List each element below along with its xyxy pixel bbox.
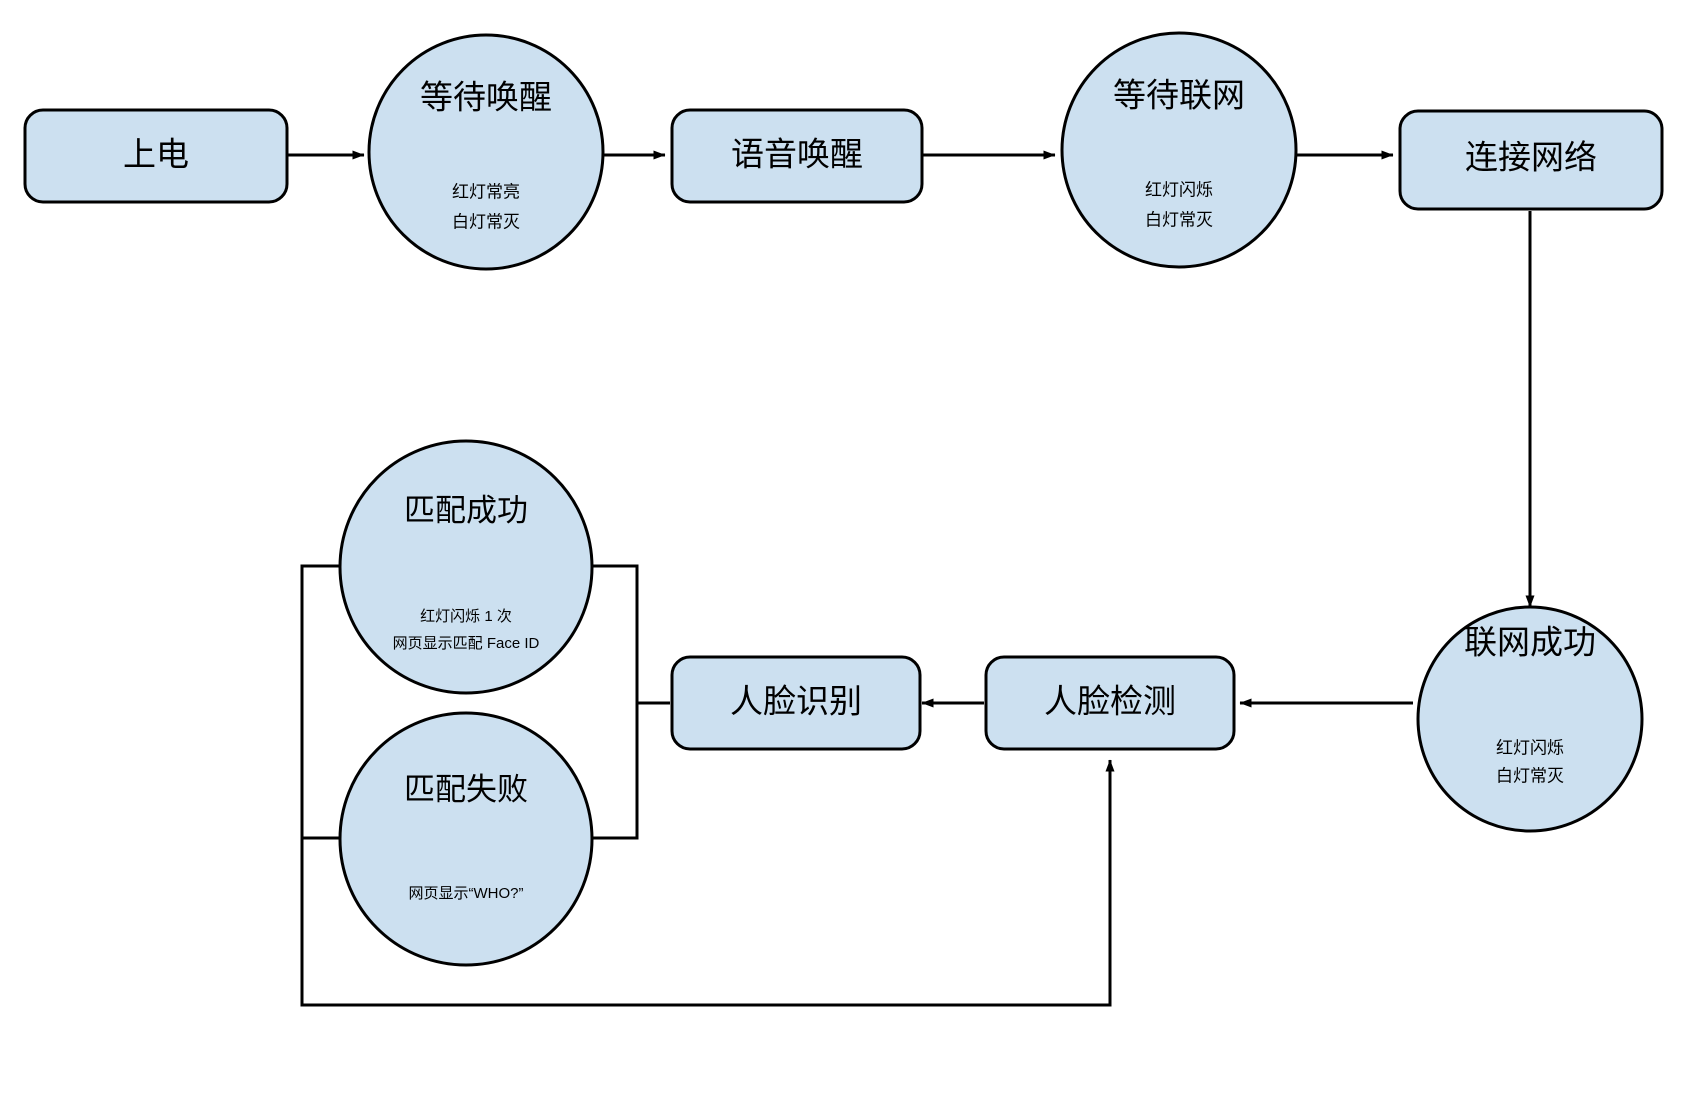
connect-network-label: 连接网络 [1465, 139, 1597, 176]
node-wait-wakeup[interactable]: 等待唤醒 红灯常亮 白灯常灭 [367, 33, 605, 271]
node-connect-network[interactable]: 连接网络 [1398, 109, 1664, 211]
face-detect-label: 人脸检测 [1044, 683, 1176, 720]
edge-layer [287, 150, 1535, 1007]
power-on-label: 上电 [123, 136, 189, 173]
wait-wakeup-sub1: 红灯常亮 [452, 182, 520, 201]
wait-wakeup-shape[interactable] [367, 33, 605, 271]
edge-match-fail-to-face-detect [300, 759, 1115, 1007]
voice-wakeup-shape[interactable] [670, 108, 924, 204]
node-face-detect[interactable]: 人脸检测 [984, 655, 1236, 751]
face-detect-shape[interactable] [984, 655, 1236, 751]
node-network-success[interactable]: 联网成功 红灯闪烁 白灯常灭 [1416, 605, 1644, 833]
power-on-shape[interactable] [23, 108, 289, 204]
match-success-label: 匹配成功 [404, 493, 528, 528]
voice-wakeup-label: 语音唤醒 [731, 136, 863, 173]
wait-wakeup-label: 等待唤醒 [420, 79, 552, 116]
wait-network-shape[interactable] [1060, 31, 1298, 269]
node-power-on[interactable]: 上电 [23, 108, 289, 204]
network-success-shape[interactable] [1416, 605, 1644, 833]
node-wait-network[interactable]: 等待联网 红灯闪烁 白灯常灭 [1060, 31, 1298, 269]
wait-network-label: 等待联网 [1113, 77, 1245, 114]
network-success-label: 联网成功 [1464, 624, 1596, 661]
node-face-recognize[interactable]: 人脸识别 [670, 655, 922, 751]
wait-network-sub2: 白灯常灭 [1145, 210, 1213, 229]
match-success-sub2: 网页显示匹配 Face ID [393, 635, 540, 652]
wait-network-sub1: 红灯闪烁 [1145, 180, 1213, 199]
edge-face-recognize-to-match-branch [300, 564, 670, 840]
node-voice-wakeup[interactable]: 语音唤醒 [670, 108, 924, 204]
network-success-sub1: 红灯闪烁 [1496, 738, 1564, 757]
face-recognize-shape[interactable] [670, 655, 922, 751]
network-success-sub2: 白灯常灭 [1496, 766, 1564, 785]
match-fail-shape[interactable] [338, 711, 594, 967]
node-match-fail[interactable]: 匹配失败 网页显示“WHO?” [338, 711, 594, 967]
connect-network-shape[interactable] [1398, 109, 1664, 211]
match-fail-label: 匹配失败 [404, 772, 528, 807]
node-match-success[interactable]: 匹配成功 红灯闪烁 1 次 网页显示匹配 Face ID [338, 439, 594, 695]
match-success-sub1: 红灯闪烁 1 次 [420, 608, 512, 625]
wait-wakeup-sub2: 白灯常灭 [452, 212, 520, 231]
face-recognize-label: 人脸识别 [730, 683, 862, 720]
match-fail-sub1: 网页显示“WHO?” [409, 885, 524, 902]
match-success-shape[interactable] [338, 439, 594, 695]
